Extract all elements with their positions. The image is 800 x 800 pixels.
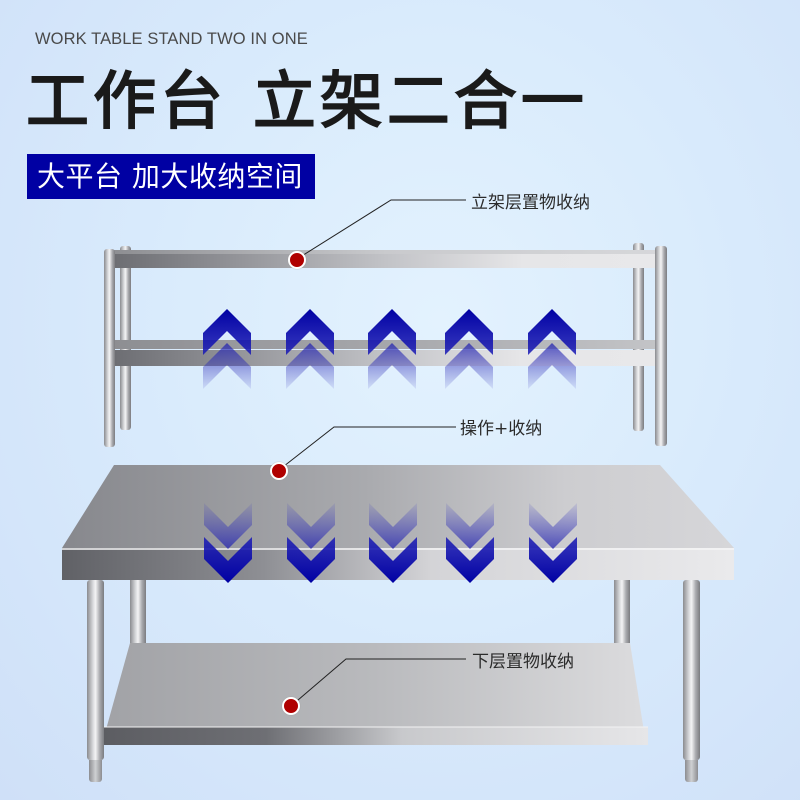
middle-shelf-top-face xyxy=(112,340,658,349)
table-foot-left xyxy=(89,760,102,782)
down-arrow-icon xyxy=(287,503,335,583)
upper-shelf-top-face xyxy=(112,250,660,255)
up-arrows xyxy=(203,309,576,389)
down-arrow-icon xyxy=(204,503,252,583)
up-arrow-icon xyxy=(368,309,416,389)
callout-lines xyxy=(278,199,466,707)
rack-leg-back-left xyxy=(120,246,131,430)
down-arrows xyxy=(204,503,577,583)
page-headline: 工作台 立架二合一 xyxy=(26,65,588,138)
upper-shelf xyxy=(112,254,660,268)
rack-leg-back-right xyxy=(633,243,644,431)
marker-upper-shelf xyxy=(288,251,306,269)
marker-table-top xyxy=(270,462,288,480)
callout-bottom-shelf: 下层置物收纳 xyxy=(472,652,574,672)
table-leg-front-left xyxy=(87,580,104,760)
down-arrow-icon xyxy=(369,503,417,583)
callout-upper-shelf: 立架层置物收纳 xyxy=(471,193,590,213)
marker-bottom-shelf xyxy=(282,697,300,715)
rack-leg-front-left xyxy=(104,249,115,447)
down-arrow-icon xyxy=(446,503,494,583)
rack-leg-front-right xyxy=(655,246,667,446)
down-arrow-icon xyxy=(529,503,577,583)
table-foot-right xyxy=(685,760,698,782)
callout-table-top: 操作+收纳 xyxy=(460,419,543,439)
up-arrow-icon xyxy=(203,309,251,389)
feature-banner: 大平台 加大收纳空间 xyxy=(27,154,315,199)
english-subtitle: WORK TABLE STAND TWO IN ONE xyxy=(35,30,308,48)
up-arrow-icon xyxy=(286,309,334,389)
up-arrow-icon xyxy=(445,309,493,389)
up-arrow-icon xyxy=(528,309,576,389)
table-leg-front-right xyxy=(683,580,700,760)
